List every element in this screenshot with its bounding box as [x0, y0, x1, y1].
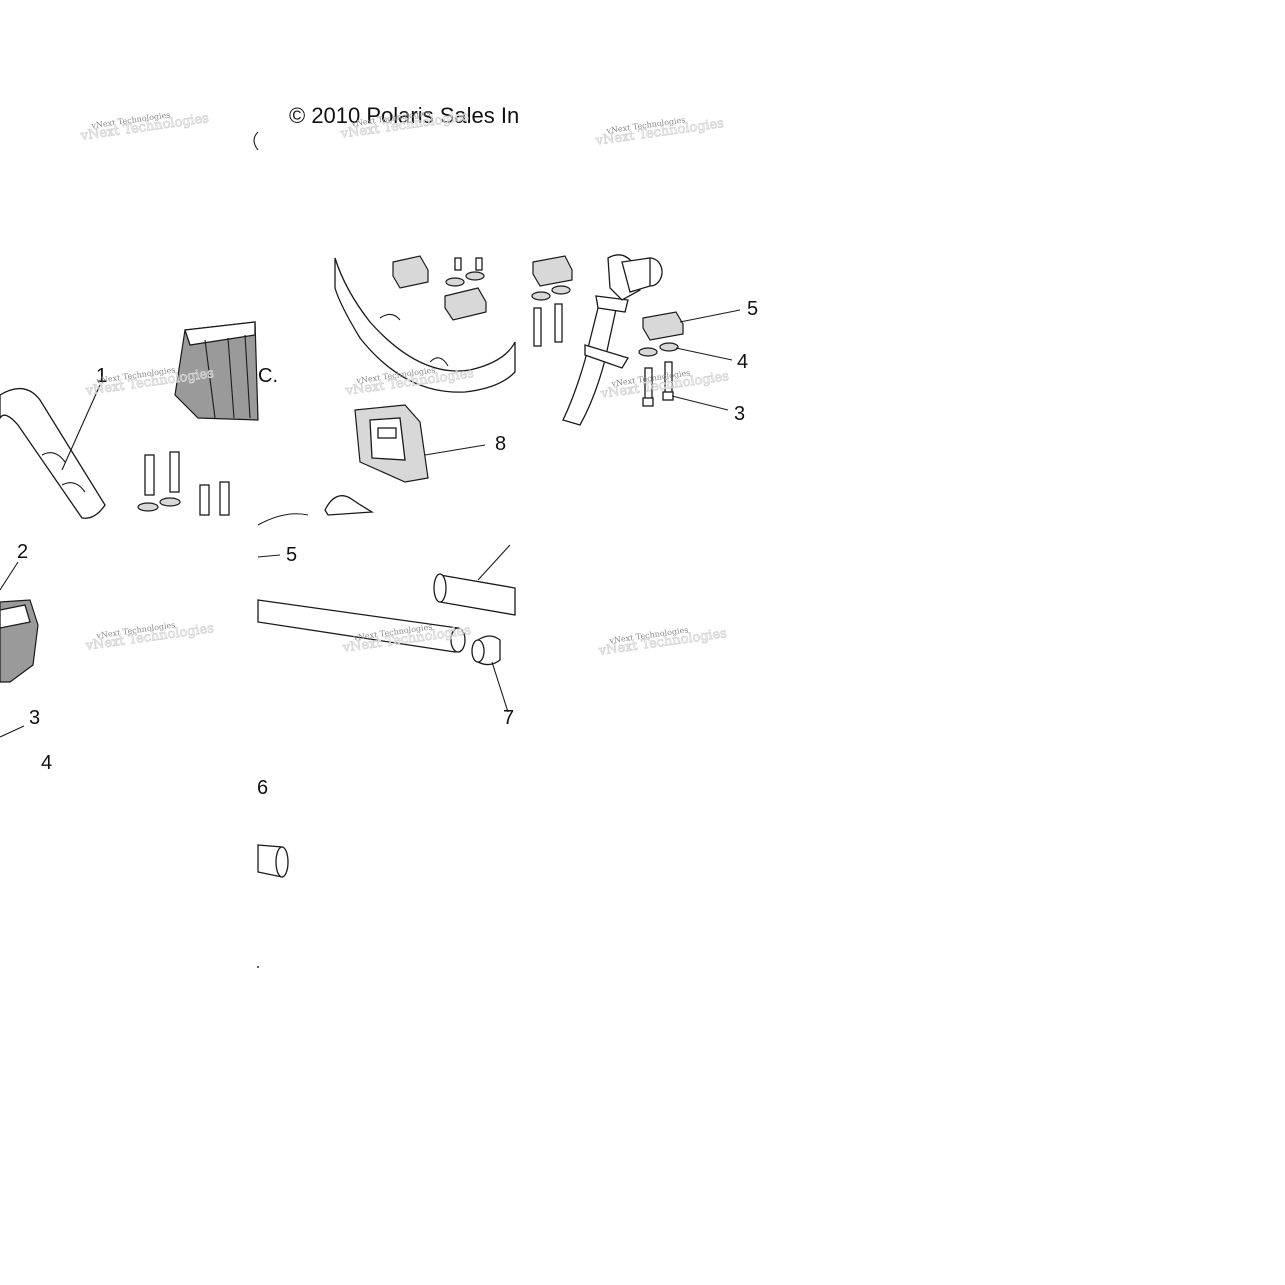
handlebar-clamp	[0, 599, 39, 683]
tube-section	[257, 844, 289, 878]
clamp-right	[642, 311, 684, 341]
leader-8	[424, 444, 486, 456]
copyright-text: © 2010 Polaris Sales In	[289, 103, 519, 128]
tube-lower-center	[324, 495, 375, 516]
watermark-3: vNext Technologies vNext Technologies	[593, 115, 725, 149]
bolt-set-left	[137, 451, 230, 516]
leader-5-mid	[257, 554, 281, 558]
leader-1	[61, 384, 101, 471]
bolts-right	[642, 361, 674, 407]
watermark-7: vNext Technologies vNext Technologies	[83, 620, 215, 654]
callout-5-mid: 5	[286, 544, 297, 566]
callout-3-left: 3	[29, 707, 40, 729]
bolt-set-center	[445, 257, 485, 287]
leader-5-right	[679, 309, 741, 323]
watermark-9: vNext Technologies vNext Technologies	[596, 625, 728, 659]
steering-riser	[562, 254, 663, 426]
callout-2: 2	[17, 541, 28, 563]
arc-mid	[257, 513, 309, 526]
handlebar-bend	[334, 257, 516, 393]
riser-block	[354, 404, 429, 483]
watermark-1: vNext Technologies vNext Technologies	[78, 110, 210, 144]
leader-3-right	[671, 395, 729, 411]
callout-4-left: 4	[41, 752, 52, 774]
leader-7	[491, 661, 509, 713]
clamp-upper-center	[392, 255, 487, 321]
bar-pad	[174, 321, 259, 421]
handlebar-tube	[0, 388, 106, 519]
clamp-right-top	[531, 255, 573, 347]
callout-8: 8	[495, 433, 506, 455]
pad-tube-upper	[433, 544, 516, 616]
end-cap	[471, 635, 501, 666]
washers-right	[638, 342, 679, 357]
callout-cut-letter: C.	[258, 365, 278, 387]
crossbar-tube	[257, 599, 466, 653]
callout-4-right: 4	[737, 351, 748, 373]
leader-3-left	[0, 725, 25, 738]
leader-2	[0, 561, 19, 591]
header-arc	[253, 131, 259, 151]
stray-dot	[257, 966, 259, 968]
callout-3-right: 3	[734, 403, 745, 425]
callout-7: 7	[503, 707, 514, 729]
callout-1: 1	[96, 365, 107, 387]
tile-gap-right	[770, 0, 1285, 1285]
callout-5-right: 5	[747, 298, 758, 320]
callout-6: 6	[257, 777, 268, 799]
leader-4-right	[675, 347, 733, 361]
